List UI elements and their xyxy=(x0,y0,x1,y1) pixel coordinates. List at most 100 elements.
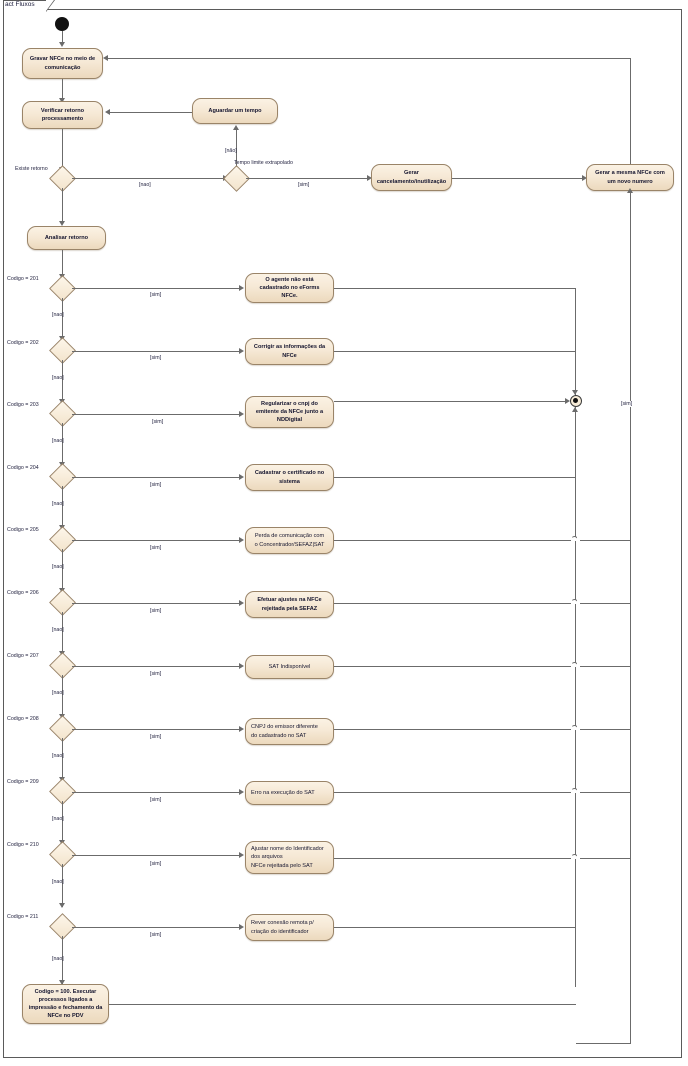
line-hop-210 xyxy=(571,854,578,858)
line-hop-205 xyxy=(571,536,578,540)
arrowhead-right xyxy=(239,663,244,669)
edge-211-to-act211 xyxy=(72,927,242,928)
action-codigo-100[interactable]: Codigo = 100. Executar processos ligados… xyxy=(22,984,109,1024)
decision-label-codigo-206: Codigo = 206 xyxy=(7,590,39,596)
action-text: Efetuar ajustes na NFCe rejeitada pela S… xyxy=(257,597,322,612)
action-verificar-retorno[interactable]: Verificar retorno processamento xyxy=(22,101,103,129)
action-204[interactable]: Cadastrar o certificado no sistema xyxy=(245,464,334,491)
guard-label-nao-201: [nao] xyxy=(52,312,64,318)
arrowhead-right xyxy=(239,537,244,543)
edge-207-to-act207 xyxy=(72,666,242,667)
action-text: SAT Indisponível xyxy=(268,663,311,670)
arrowhead-right xyxy=(239,726,244,732)
edge-existeretorno-to-tempolimite xyxy=(72,178,226,179)
guard-label-sim-210: [sim] xyxy=(150,861,162,867)
edge-act203-to-final xyxy=(334,401,568,402)
guard-label-nao-202: [nao] xyxy=(52,375,64,381)
edge-act211-to-final-line xyxy=(334,927,576,928)
decision-label-codigo-211: Codigo = 211 xyxy=(7,914,39,920)
guard-label-nao-existeretorno: [nao] xyxy=(139,182,151,188)
action-206[interactable]: Efetuar ajustes na NFCe rejeitada pela S… xyxy=(245,591,334,618)
arrowhead-up xyxy=(233,125,239,130)
diagram-frame-tab xyxy=(3,0,55,12)
edge-existeretorno-to-analisar xyxy=(62,188,63,224)
arrowhead-right xyxy=(239,474,244,480)
decision-label-codigo-207: Codigo = 207 xyxy=(7,653,39,659)
arrowhead-right xyxy=(239,789,244,795)
edge-act208-right xyxy=(334,729,630,730)
action-label: Analisar retorno xyxy=(44,234,89,241)
action-label: Verificar retorno processamento xyxy=(40,107,85,122)
action-201[interactable]: O agente não está cadastrado no eForms N… xyxy=(245,273,334,303)
action-text: Perda de comunicação com o Concentrador/… xyxy=(254,533,325,548)
action-210[interactable]: Ajustar nome do Identificador dos arquiv… xyxy=(245,841,334,874)
edge-204-to-205 xyxy=(62,486,63,529)
edge-209-to-act209 xyxy=(72,792,242,793)
action-label: Gerar cancelamento/inutilização xyxy=(376,170,447,185)
action-analisar-retorno[interactable]: Analisar retorno xyxy=(27,226,106,250)
action-aguardar-tempo[interactable]: Aguardar um tempo xyxy=(192,98,278,124)
action-207[interactable]: SAT Indisponível xyxy=(245,655,334,679)
activity-final-node xyxy=(570,395,582,407)
guard-label-sim-tempolimite: [sim] xyxy=(298,182,310,188)
action-205[interactable]: Perda de comunicação com o Concentrador/… xyxy=(245,527,334,554)
edge-gravar-to-verificar xyxy=(62,79,63,100)
action-202[interactable]: Corrigir as informações da NFCe xyxy=(245,338,334,365)
arrowhead-right xyxy=(239,600,244,606)
decision-label-existe-retorno: Existe retorno xyxy=(15,166,48,172)
guard-label-sim-201: [sim] xyxy=(150,292,162,298)
edge-201-to-act201 xyxy=(72,288,242,289)
action-208[interactable]: CNPJ do emissor diferente do cadastrado … xyxy=(245,718,334,745)
line-hop-206 xyxy=(571,599,578,603)
edge-208-to-act208 xyxy=(72,729,242,730)
arrowhead-right xyxy=(239,852,244,858)
action-label: Gravar NFCe no meio de comunicação xyxy=(29,56,96,71)
arrowhead-up xyxy=(572,407,578,412)
edge-act206-right xyxy=(334,603,630,604)
edge-203-to-204 xyxy=(62,423,63,466)
action-text: Cadastrar o certificado no sistema xyxy=(254,470,325,485)
guard-label-nao-204: [nao] xyxy=(52,501,64,507)
decision-label-codigo-202: Codigo = 202 xyxy=(7,340,39,346)
action-203[interactable]: Regularizar o cnpj do emitente da NFCe j… xyxy=(245,396,334,428)
edge-tempolimite-to-gerarcancelamento xyxy=(246,178,370,179)
guard-label-sim-206: [sim] xyxy=(150,608,162,614)
arrowhead-right xyxy=(239,924,244,930)
action-211[interactable]: Rever conexão remota p/ criação do ident… xyxy=(245,914,334,941)
decision-label-codigo-208: Codigo = 208 xyxy=(7,716,39,722)
decision-label-tempo-limite: Tempo limite extrapolado xyxy=(234,160,293,166)
arrowhead-right xyxy=(239,411,244,417)
arrowhead-up xyxy=(627,188,633,193)
action-text: Erro na execução do SAT xyxy=(251,789,315,796)
action-text: Regularizar o cnpj do emitente da NFCe j… xyxy=(255,400,324,424)
guard-label-nao-205: [nao] xyxy=(52,564,64,570)
edge-codigo100-to-final xyxy=(109,1004,576,1005)
edge-analisar-to-codigo201 xyxy=(62,250,63,278)
guard-label-sim-204: [sim] xyxy=(150,482,162,488)
line-hop-207 xyxy=(571,662,578,666)
action-gerar-mesma-nfce[interactable]: Gerar a mesma NFCe com um novo numero xyxy=(586,164,674,191)
guard-label-sim-return: [sim] xyxy=(620,401,634,407)
action-gerar-cancelamento[interactable]: Gerar cancelamento/inutilização xyxy=(371,164,452,191)
edge-right-return-lane xyxy=(630,191,631,1043)
action-label: Codigo = 100. Executar processos ligados… xyxy=(28,988,103,1020)
edge-act204-to-final xyxy=(334,477,576,478)
decision-label-codigo-205: Codigo = 205 xyxy=(7,527,39,533)
line-hop-209 xyxy=(571,788,578,792)
edge-start-to-gravar xyxy=(62,31,63,44)
edge-gerarcancelamento-to-gerarmesma xyxy=(452,178,585,179)
arrowhead-down xyxy=(59,98,65,103)
edge-209-to-210 xyxy=(62,801,63,844)
action-209[interactable]: Erro na execução do SAT xyxy=(245,781,334,805)
arrowhead-right xyxy=(239,285,244,291)
edge-208-to-209 xyxy=(62,738,63,781)
action-gravar-nfce[interactable]: Gravar NFCe no meio de comunicação xyxy=(22,48,103,79)
action-text: CNPJ do emissor diferente do cadastrado … xyxy=(251,724,318,739)
edge-206-to-act206 xyxy=(72,603,242,604)
action-text: Corrigir as informações da NFCe xyxy=(253,344,326,359)
line-hop-208 xyxy=(571,725,578,729)
arrowhead-down xyxy=(59,980,65,985)
edge-210-to-act210 xyxy=(72,855,242,856)
diagram-frame xyxy=(3,9,682,1058)
